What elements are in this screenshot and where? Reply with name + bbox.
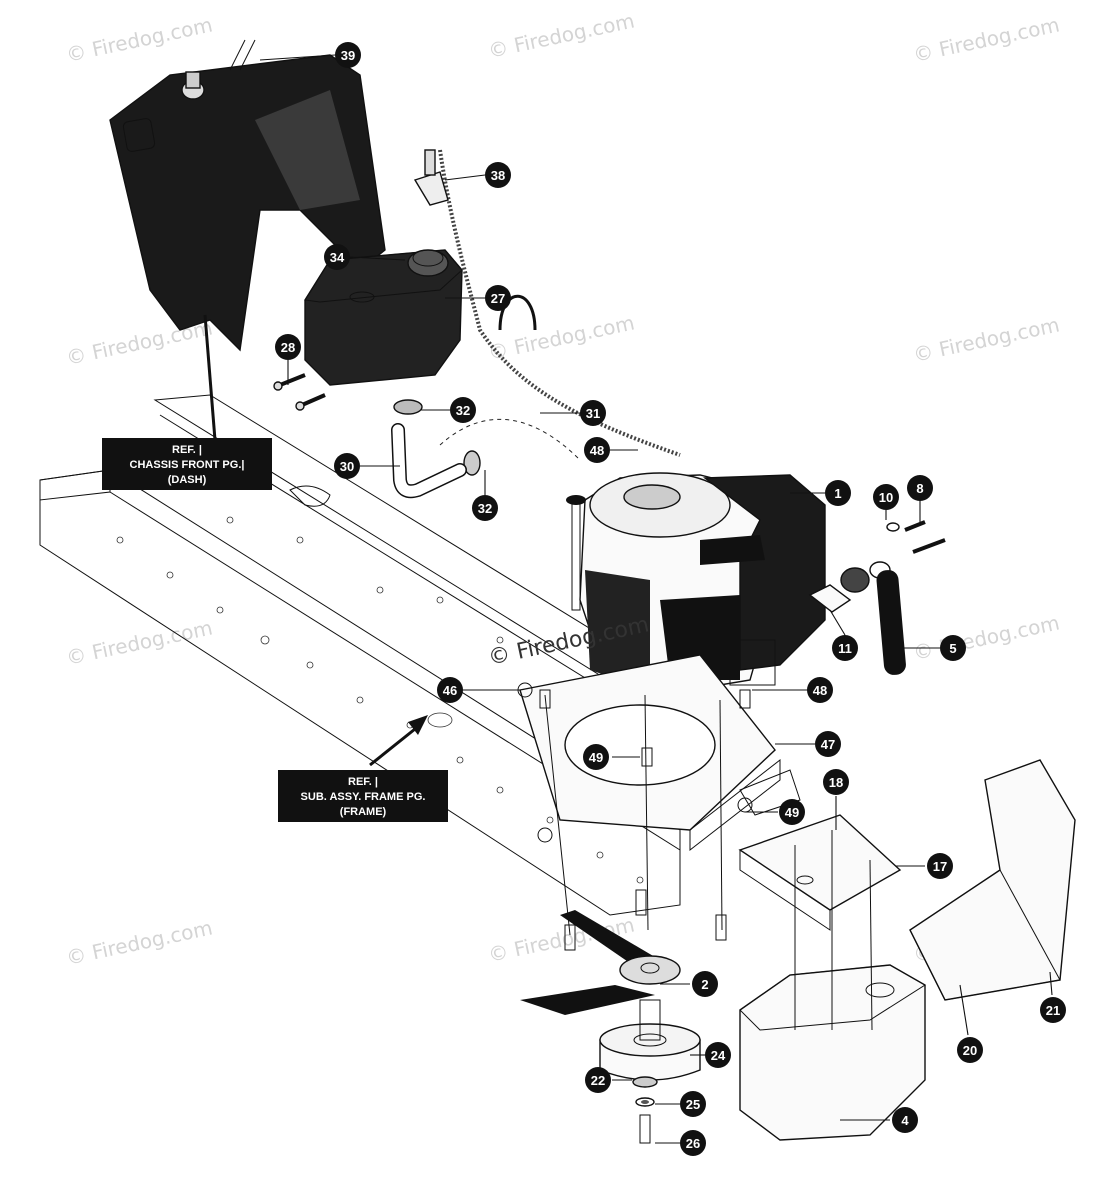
callout-26: 26 [680, 1130, 706, 1156]
tank-screws [273, 373, 326, 411]
callout-31: 31 [580, 400, 606, 426]
callout-10: 10 [873, 484, 899, 510]
svg-text:24: 24 [711, 1048, 726, 1063]
watermark: © Firedog.com [486, 310, 636, 364]
callout-49: 49 [583, 744, 609, 770]
svg-text:47: 47 [821, 737, 835, 752]
exhaust-parts [808, 520, 946, 675]
callout-49: 49 [779, 799, 805, 825]
watermark: © Firedog.com [64, 615, 214, 669]
callout-46: 46 [437, 677, 463, 703]
svg-text:49: 49 [785, 805, 799, 820]
callout-1: 1 [825, 480, 851, 506]
callout-28: 28 [275, 334, 301, 360]
svg-text:21: 21 [1046, 1003, 1060, 1018]
muffler [739, 964, 926, 1141]
svg-text:26: 26 [686, 1136, 700, 1151]
svg-text:2: 2 [701, 977, 708, 992]
callout-4: 4 [892, 1107, 918, 1133]
svg-text:28: 28 [281, 340, 295, 355]
svg-text:32: 32 [478, 501, 492, 516]
svg-text:27: 27 [491, 291, 505, 306]
ref-label-frame: REF. | SUB. ASSY. FRAME PG. (FRAME) [278, 770, 448, 822]
ref-label-line: (FRAME) [340, 806, 387, 818]
watermark: © Firedog.com [911, 610, 1061, 664]
callout-2: 2 [692, 971, 718, 997]
ref-label-line: REF. | [348, 776, 378, 788]
svg-text:48: 48 [813, 683, 827, 698]
callout-8: 8 [907, 475, 933, 501]
lead-lines [203, 54, 1053, 1144]
callout-48: 48 [584, 437, 610, 463]
hood-dash-cover [109, 39, 386, 352]
bolts [517, 682, 873, 1031]
svg-text:17: 17 [933, 859, 947, 874]
svg-text:39: 39 [341, 48, 355, 63]
svg-text:34: 34 [330, 250, 345, 265]
svg-text:38: 38 [491, 168, 505, 183]
svg-text:1: 1 [834, 486, 841, 501]
svg-text:10: 10 [879, 490, 893, 505]
callout-27: 27 [485, 285, 511, 311]
svg-text:4: 4 [901, 1113, 909, 1128]
callout-11: 11 [832, 635, 858, 661]
svg-text:49: 49 [589, 750, 603, 765]
callout-34: 34 [324, 244, 350, 270]
svg-text:22: 22 [591, 1073, 605, 1088]
callout-20: 20 [957, 1037, 983, 1063]
svg-text:8: 8 [916, 481, 923, 496]
callout-24: 24 [705, 1042, 731, 1068]
ref-label-line: REF. | [172, 444, 202, 456]
callout-5: 5 [940, 635, 966, 661]
heat-shield [909, 759, 1076, 1001]
svg-text:32: 32 [456, 403, 470, 418]
svg-text:48: 48 [590, 443, 604, 458]
callout-21: 21 [1040, 997, 1066, 1023]
svg-text:5: 5 [949, 641, 956, 656]
muffler-bracket [738, 814, 902, 931]
svg-text:30: 30 [340, 459, 354, 474]
callout-25: 25 [680, 1091, 706, 1117]
ref-label-dash: REF. | CHASSIS FRONT PG.| (DASH) [102, 438, 272, 490]
callout-38: 38 [485, 162, 511, 188]
engine [566, 472, 826, 691]
fuel-tank [304, 249, 463, 386]
watermark: © Firedog.com [911, 312, 1061, 366]
watermark: © Firedog.com [486, 8, 636, 62]
watermark: © Firedog.com [64, 12, 214, 66]
callout-32: 32 [450, 397, 476, 423]
ref-label-line: (DASH) [168, 474, 207, 486]
svg-text:18: 18 [829, 775, 843, 790]
callouts: 39 38 34 27 28 32 31 30 48 32 1 10 8 11 … [275, 42, 1066, 1156]
ref-label-line: SUB. ASSY. FRAME PG. [301, 791, 426, 803]
svg-text:46: 46 [443, 683, 457, 698]
svg-text:31: 31 [586, 406, 600, 421]
mounting-plate [519, 654, 801, 852]
watermark: © Firedog.com [911, 12, 1061, 66]
callout-18: 18 [823, 769, 849, 795]
callout-17: 17 [927, 853, 953, 879]
fuel-line [391, 149, 681, 499]
callout-32: 32 [472, 495, 498, 521]
svg-text:25: 25 [686, 1097, 700, 1112]
callout-39: 39 [335, 42, 361, 68]
callout-30: 30 [334, 453, 360, 479]
callout-22: 22 [585, 1067, 611, 1093]
pulley-assembly [520, 910, 701, 1144]
watermark: © Firedog.com [64, 915, 214, 969]
callout-48: 48 [807, 677, 833, 703]
callout-47: 47 [815, 731, 841, 757]
ref-label-line: CHASSIS FRONT PG.| [130, 459, 245, 471]
svg-text:20: 20 [963, 1043, 977, 1058]
svg-text:11: 11 [838, 641, 852, 656]
